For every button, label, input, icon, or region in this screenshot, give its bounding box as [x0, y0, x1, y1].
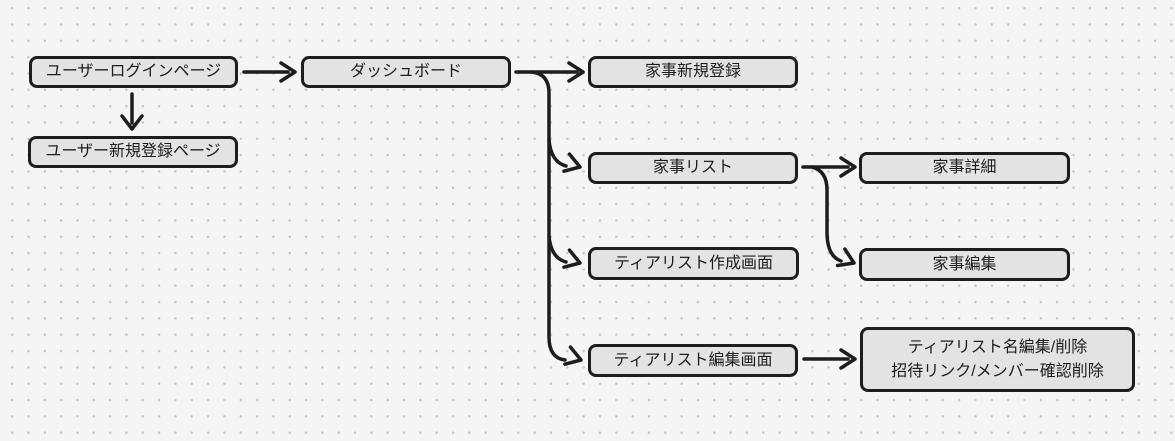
node-label: 家事編集	[932, 255, 997, 273]
node-label: 家事リスト	[652, 159, 733, 176]
node-label-line-2: 招待リンク/メンバー確認削除	[891, 362, 1104, 380]
node-tierlist-create-screen[interactable]: ティアリスト作成画面	[588, 247, 799, 280]
node-kaji-list[interactable]: 家事リスト	[588, 152, 798, 184]
node-label: ティアリスト編集画面	[613, 351, 773, 369]
node-label: 家事新規登録	[644, 63, 741, 80]
node-kaji-new-registration[interactable]: 家事新規登録	[588, 56, 798, 88]
node-user-login-page[interactable]: ユーザーログインページ	[29, 56, 238, 88]
node-kaji-detail[interactable]: 家事詳細	[859, 152, 1070, 184]
edge-dashboard-kaji-new[interactable]	[514, 61, 585, 83]
node-kaji-edit[interactable]: 家事編集	[859, 248, 1070, 281]
node-user-signup-page[interactable]: ユーザー新規登録ページ	[28, 136, 238, 168]
edge-tier-edit-detail[interactable]	[802, 348, 857, 370]
edge-kaji-list-kaji-edit[interactable]	[810, 165, 858, 271]
node-label: ユーザーログインページ	[45, 63, 222, 80]
edge-dashboard-tier-edit[interactable]	[530, 70, 584, 369]
node-dashboard[interactable]: ダッシュボード	[301, 56, 511, 88]
node-label: 家事詳細	[932, 159, 997, 176]
node-label: ティアリスト作成画面	[613, 254, 774, 272]
node-tierlist-edit-screen[interactable]: ティアリスト編集画面	[588, 344, 798, 377]
edge-login-signup[interactable]	[120, 92, 144, 131]
node-label-line-1: ティアリスト名編集/削除	[907, 338, 1088, 356]
edge-dashboard-tier-create[interactable]	[547, 234, 583, 272]
edge-dashboard-kaji-list[interactable]	[547, 138, 583, 176]
node-label: ダッシュボード	[349, 63, 462, 80]
node-label: ユーザー新規登録ページ	[45, 143, 221, 160]
node-tierlist-edit-detail[interactable]: ティアリスト名編集/削除 招待リンク/メンバー確認削除	[860, 327, 1135, 392]
edge-login-dashboard[interactable]	[242, 61, 297, 83]
